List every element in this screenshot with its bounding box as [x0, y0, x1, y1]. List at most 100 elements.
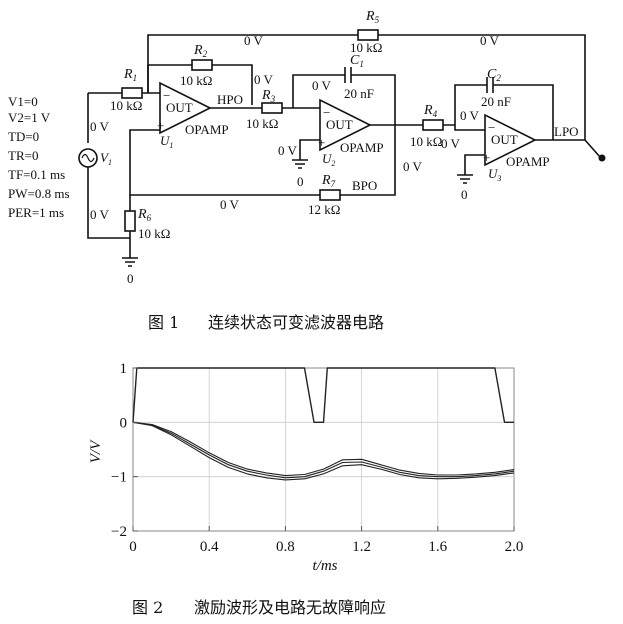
- figure1-caption-text: 连续状态可变滤波器电路: [208, 313, 384, 332]
- r3-value: 10 kΩ: [246, 116, 278, 131]
- r1-label: R1: [123, 67, 137, 83]
- node-voltage: 0 V: [312, 78, 332, 93]
- opamp-u1: − + OUT OPAMP U1: [157, 81, 229, 150]
- x-tick-label: 1.2: [352, 539, 371, 555]
- svg-text:OPAMP: OPAMP: [340, 140, 384, 155]
- r7-value: 12 kΩ: [308, 202, 340, 217]
- ground-icon: [122, 257, 138, 267]
- opamp-u2: − + OUT OPAMP U2: [318, 98, 384, 168]
- lpo-label: LPO: [554, 124, 579, 139]
- svg-text:+: +: [483, 150, 490, 165]
- y-tick-label: −1: [111, 470, 127, 486]
- node-voltage: 0 V: [441, 136, 461, 151]
- svg-text:V1=0: V1=0: [8, 94, 38, 109]
- c2-value: 20 nF: [481, 94, 511, 109]
- r6-label: R6: [137, 207, 152, 223]
- svg-text:TR=0: TR=0: [8, 148, 38, 163]
- opamp-u3: − + OUT OPAMP U3: [483, 113, 550, 183]
- excitation-waveform-line: [132, 367, 514, 423]
- svg-text:TD=0: TD=0: [8, 129, 39, 144]
- wire-c1-left: [292, 74, 345, 108]
- y-tick-label: 0: [120, 415, 128, 431]
- x-tick-label: 2.0: [505, 539, 524, 555]
- x-tick-label: 0: [129, 539, 137, 555]
- r6-value: 10 kΩ: [138, 226, 170, 241]
- svg-text:+: +: [157, 118, 164, 133]
- node-voltage: 0 V: [244, 33, 264, 48]
- c2-label: C2: [487, 67, 501, 83]
- x-tick-label: 0.8: [276, 539, 295, 555]
- svg-text:U3: U3: [488, 166, 501, 183]
- wire-c2-right: [493, 84, 554, 140]
- output-terminal-icon: [598, 154, 606, 162]
- r5-resistor: [357, 29, 379, 41]
- series-layer: [132, 367, 515, 481]
- figure2-caption-number: 图 2: [132, 598, 163, 617]
- c1-capacitor: [344, 67, 352, 83]
- y-axis-label: V/V: [88, 439, 104, 463]
- svg-text:−: −: [323, 105, 330, 120]
- svg-text:PER=1 ms: PER=1 ms: [8, 205, 64, 220]
- response-line: [132, 421, 515, 479]
- r2-value: 10 kΩ: [180, 73, 212, 88]
- svg-text:−: −: [163, 88, 170, 103]
- svg-text:PW=0.8 ms: PW=0.8 ms: [8, 186, 70, 201]
- svg-text:−: −: [488, 120, 495, 135]
- svg-text:U2: U2: [322, 151, 335, 168]
- node-voltage: 0 V: [278, 143, 298, 158]
- svg-text:OUT: OUT: [166, 100, 193, 115]
- svg-text:OPAMP: OPAMP: [185, 122, 229, 137]
- svg-text:+: +: [318, 135, 325, 150]
- response-line: [132, 421, 515, 477]
- ground-label: 0: [461, 187, 468, 202]
- source-parameters: V1=0 V2=1 V TD=0 TR=0 TF=0.1 ms PW=0.8 m…: [8, 94, 70, 220]
- node-voltage: 0 V: [460, 108, 480, 123]
- ground-icon: [292, 159, 308, 169]
- c1-label: C1: [350, 53, 364, 69]
- wire-source-bottom: [87, 167, 130, 239]
- r7-resistor: [319, 189, 341, 201]
- svg-text:OPAMP: OPAMP: [506, 154, 550, 169]
- svg-text:U1: U1: [160, 133, 173, 150]
- node-voltage: 0 V: [90, 119, 110, 134]
- y-tick-label: 1: [120, 361, 128, 377]
- svg-text:OUT: OUT: [491, 132, 518, 147]
- svg-text:V2=1 V: V2=1 V: [8, 110, 51, 125]
- wire-c1-right: [351, 74, 396, 125]
- r3-label: R3: [261, 88, 276, 104]
- bpo-label: BPO: [352, 178, 377, 193]
- x-axis-label: t/ms: [312, 558, 337, 574]
- c1-value: 20 nF: [344, 86, 374, 101]
- r1-resistor: [121, 87, 143, 99]
- circuit-diagram: R5 10 kΩ 0 V 0 V V1 V1=0 V2=1 V TD=0 TR=…: [8, 9, 606, 286]
- r4-value: 10 kΩ: [410, 134, 442, 149]
- r4-label: R4: [423, 103, 438, 119]
- wire-u3-minus: [454, 125, 485, 131]
- pulse-symbol-icon: [81, 153, 95, 163]
- wire-c2-left: [454, 84, 487, 125]
- response-line: [132, 421, 515, 481]
- r2-resistor: [191, 59, 213, 71]
- y-tick-label: −2: [111, 524, 127, 540]
- wire-lpo: [535, 139, 601, 158]
- source-name: V1: [100, 150, 112, 167]
- node-voltage: 0 V: [403, 159, 423, 174]
- c2-capacitor: [486, 77, 494, 93]
- hpo-label: HPO: [217, 92, 243, 107]
- ground-label: 0: [127, 271, 134, 286]
- ground-icon: [457, 174, 473, 184]
- node-voltage: 0 V: [90, 207, 110, 222]
- r1-value: 10 kΩ: [110, 98, 142, 113]
- ground-label: 0: [297, 174, 304, 189]
- node-voltage: 0 V: [220, 197, 240, 212]
- x-tick-label: 1.6: [428, 539, 447, 555]
- wire-u3-plus: [464, 154, 485, 175]
- r4-resistor: [422, 119, 444, 131]
- wire-u2-plus: [299, 139, 320, 160]
- figure2-caption-text: 激励波形及电路无故障响应: [194, 598, 386, 617]
- svg-text:OUT: OUT: [326, 117, 353, 132]
- r2-label: R2: [193, 43, 208, 59]
- svg-text:TF=0.1 ms: TF=0.1 ms: [8, 167, 65, 182]
